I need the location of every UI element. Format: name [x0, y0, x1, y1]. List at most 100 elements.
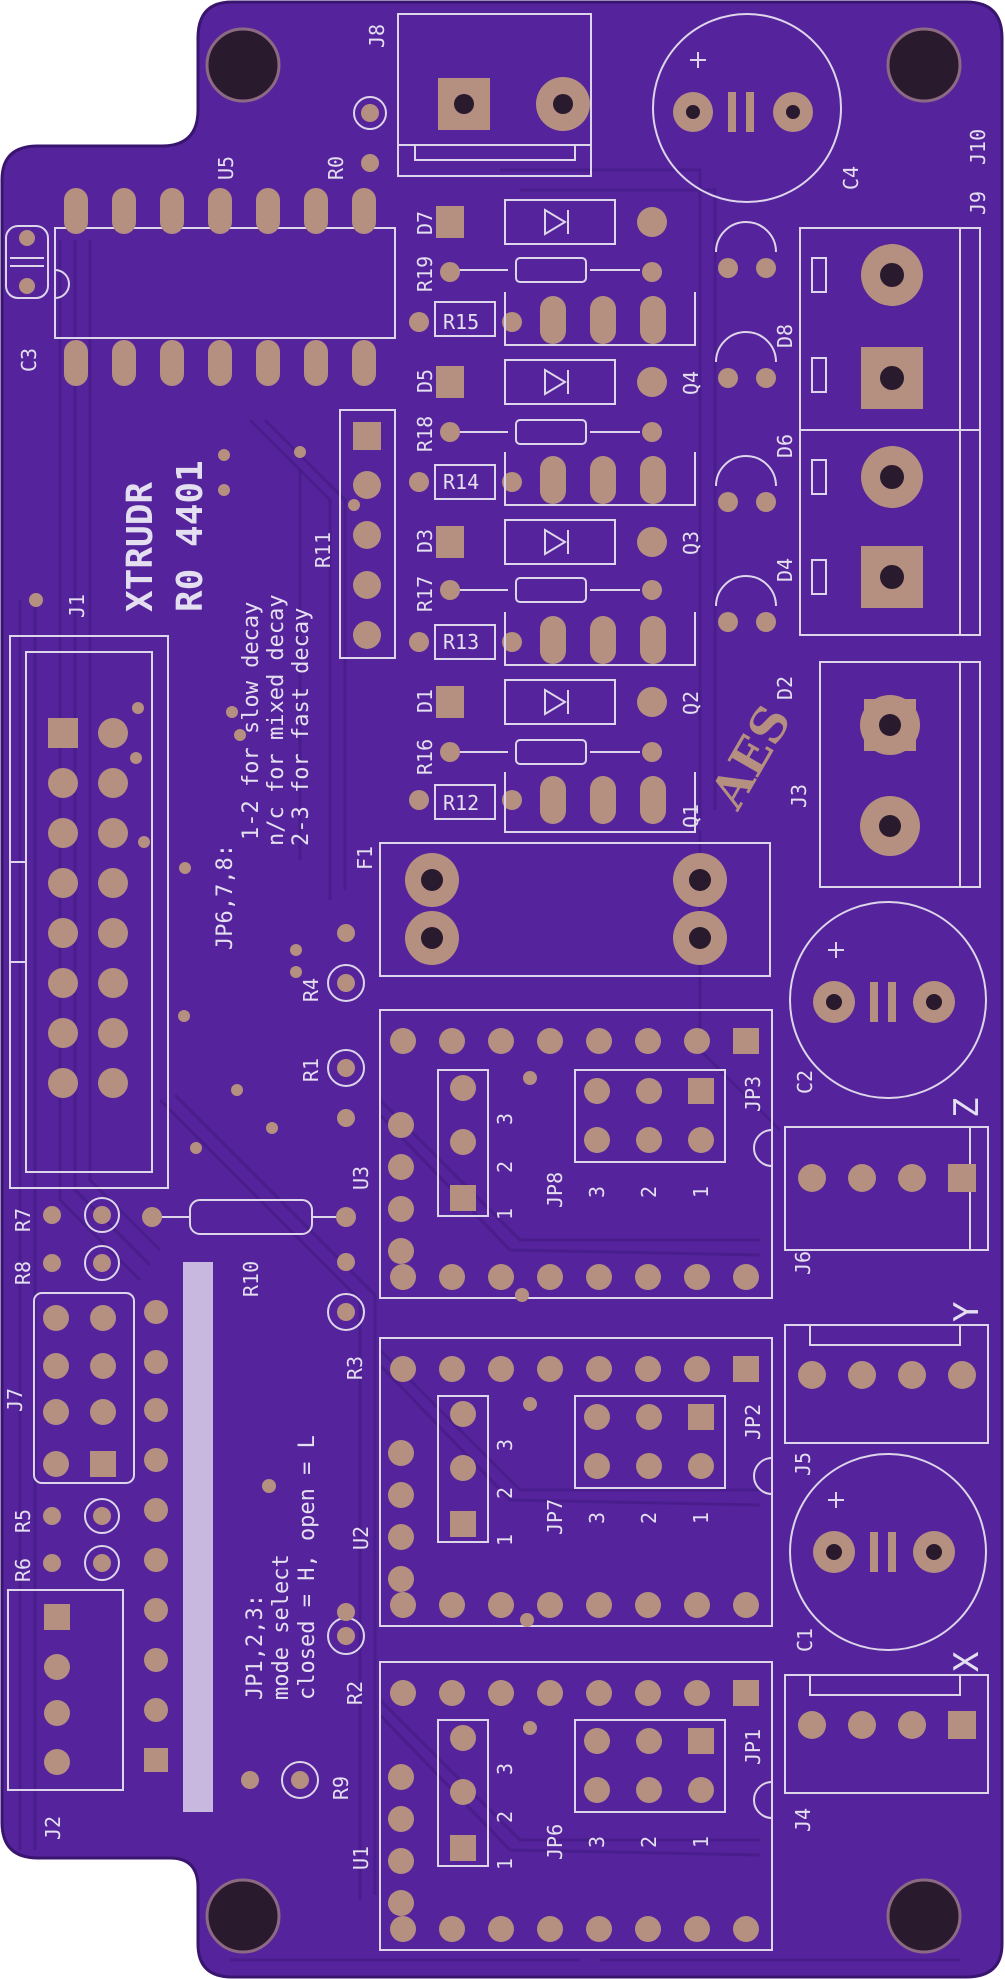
refdes-r13: R13: [443, 630, 479, 654]
socket-pin: [488, 1028, 514, 1054]
jumper-pin: [636, 1404, 662, 1430]
socket-pin: [488, 1680, 514, 1706]
connector-j3: [819, 661, 981, 888]
connector-j9-j10: [799, 227, 981, 636]
socket-pin: [488, 1264, 514, 1290]
capacitor-c4: [652, 13, 842, 203]
socket-pin: [390, 1264, 416, 1290]
jumper-pin-number: 3: [493, 1113, 517, 1125]
socket-pin: [388, 1440, 414, 1466]
socket-pin: [439, 1916, 465, 1942]
refdes-r1: R1: [299, 1058, 323, 1082]
socket-pin: [439, 1592, 465, 1618]
driver-sockets: [379, 1009, 773, 1951]
capacitor-c2: [789, 901, 987, 1099]
refdes-d5: D5: [413, 369, 437, 393]
socket-pin: [537, 1680, 563, 1706]
socket-pin: [390, 1916, 416, 1942]
socket-pin: [388, 1566, 414, 1592]
socket-pin: [388, 1890, 414, 1916]
jumper-pin: [688, 1127, 714, 1153]
socket-pin: [586, 1356, 612, 1382]
socket-pin: [684, 1264, 710, 1290]
refdes-u3: U3: [349, 1166, 373, 1190]
socket-pin: [388, 1154, 414, 1180]
refdes-r2: R2: [343, 1681, 367, 1705]
refdes-u2: U2: [349, 1526, 373, 1550]
connector-j2: [7, 1589, 124, 1791]
jumper-pin: [584, 1728, 610, 1754]
fuse-f1: [379, 842, 771, 977]
jumper-pin: [450, 1401, 476, 1427]
jumper-pin-number: 2: [493, 1487, 517, 1499]
note-jp123-title: JP1,2,3:: [243, 1594, 268, 1700]
socket-pin: [684, 1592, 710, 1618]
driver-bank: [409, 199, 696, 833]
resistor-r0: [353, 96, 387, 172]
socket-pin: [537, 1916, 563, 1942]
socket-pin: [635, 1264, 661, 1290]
refdes-r9: R9: [329, 1776, 353, 1800]
connector-j8: [397, 13, 592, 177]
leds: [715, 221, 777, 632]
capacitor-c3: [5, 225, 49, 299]
refdes-r3: R3: [343, 1356, 367, 1380]
socket-pin: [586, 1916, 612, 1942]
socket-pin: [684, 1028, 710, 1054]
refdes-r17: R17: [413, 576, 437, 612]
refdes-d2: D2: [773, 676, 797, 700]
jumper-pin-number: 3: [493, 1439, 517, 1451]
jumper-column-number: 3: [585, 1836, 609, 1848]
refdes-jp6: JP6: [543, 1824, 567, 1860]
jumper-pin-number: 3: [493, 1763, 517, 1775]
socket-pin: [439, 1264, 465, 1290]
jumper-column-number: 1: [689, 1512, 713, 1524]
socket-pin: [733, 1592, 759, 1618]
refdes-jp8: JP8: [543, 1172, 567, 1208]
refdes-u1: U1: [349, 1846, 373, 1870]
jumper-pin: [450, 1455, 476, 1481]
socket-pin: [537, 1356, 563, 1382]
jumper-3x2-outline: [574, 1069, 726, 1163]
jumper-pin: [450, 1185, 476, 1211]
jumper-pin: [450, 1835, 476, 1861]
jumper-column-number: 1: [689, 1186, 713, 1198]
socket-pin: [733, 1356, 759, 1382]
note-jp123-line1: mode select: [269, 1554, 294, 1700]
refdes-c3: C3: [17, 348, 41, 372]
refdes-j6: J6: [791, 1251, 815, 1275]
socket-pin: [635, 1680, 661, 1706]
jumper-3x2-outline: [574, 1395, 726, 1489]
socket-pin: [439, 1028, 465, 1054]
socket-pin: [733, 1916, 759, 1942]
refdes-r19: R19: [413, 256, 437, 292]
socket-pin: [388, 1112, 414, 1138]
socket-pin: [388, 1482, 414, 1508]
jumper-pin-number: 2: [493, 1161, 517, 1173]
refdes-j8: J8: [365, 24, 389, 48]
socket-pin: [390, 1028, 416, 1054]
refdes-c2: C2: [793, 1070, 817, 1094]
refdes-c4: C4: [839, 166, 863, 190]
socket-pin: [388, 1848, 414, 1874]
jumper-pin: [450, 1129, 476, 1155]
refdes-r18: R18: [413, 416, 437, 452]
jumper-pin: [450, 1779, 476, 1805]
socket-pin: [488, 1592, 514, 1618]
ic-u5: [54, 188, 396, 386]
capacitor-c1: [789, 1453, 987, 1651]
board-revision: R0 4401: [170, 460, 211, 612]
socket-pin: [635, 1028, 661, 1054]
jumper-pin: [450, 1511, 476, 1537]
socket-pin: [388, 1806, 414, 1832]
refdes-d6: D6: [773, 434, 797, 458]
refdes-r6: R6: [11, 1558, 35, 1582]
socket-pin: [586, 1028, 612, 1054]
socket-pin: [586, 1264, 612, 1290]
refdes-j9: J9: [966, 191, 990, 215]
note-jp678-line2: n/c for mixed decay: [264, 594, 289, 846]
jumper-pin-number: 1: [493, 1534, 517, 1546]
socket-pin: [390, 1356, 416, 1382]
jumper-column-number: 3: [585, 1186, 609, 1198]
